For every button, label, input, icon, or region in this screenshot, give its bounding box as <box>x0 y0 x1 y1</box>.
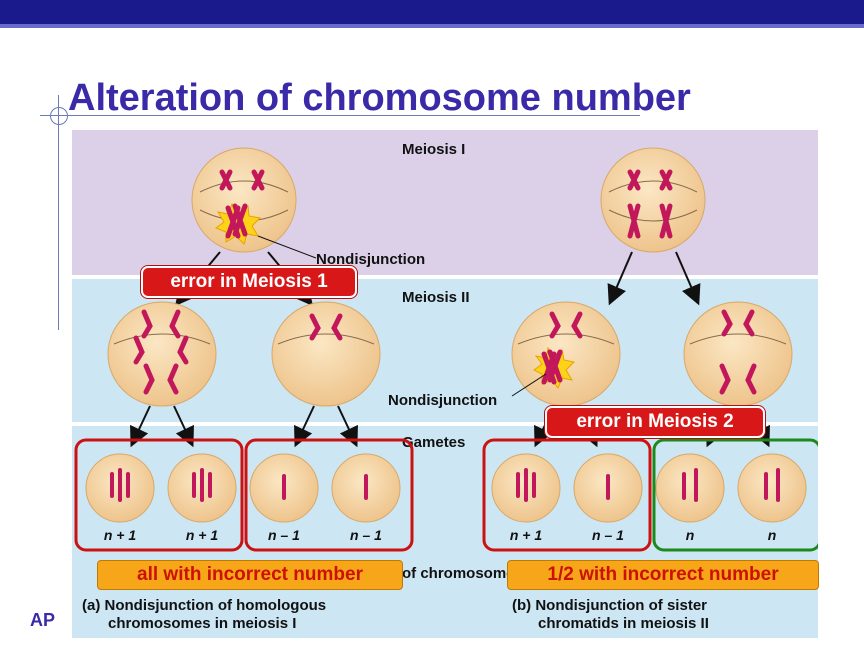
partial-hidden-label: of chromosomes <box>402 565 523 582</box>
footer-ap-label: AP <box>30 610 56 630</box>
parent-cell-b <box>600 147 706 253</box>
stage-label-meiosis-2: Meiosis II <box>402 289 470 306</box>
gamete-label-5: n + 1 <box>510 527 543 543</box>
gamete-group-box-4 <box>652 438 818 552</box>
decorative-vertical-rule <box>58 95 59 330</box>
caption-a-line1: (a) Nondisjunction of homologous <box>82 597 326 614</box>
meiosis-2-cell-2 <box>271 301 381 407</box>
gamete-group-box-3 <box>482 438 652 552</box>
gamete-label-3: n – 1 <box>268 527 300 543</box>
gamete-labels: n + 1 n + 1 n – 1 n – 1 n + 1 n – 1 n n <box>104 527 776 543</box>
meiosis-2-cell-4 <box>683 301 793 407</box>
gamete-group-box-1 <box>74 438 244 552</box>
caption-b-line2: chromatids in meiosis II <box>538 615 709 632</box>
stage-label-meiosis-1: Meiosis I <box>402 141 465 158</box>
meiosis-2-cell-3 <box>511 301 621 407</box>
arrow-b-left <box>607 251 633 306</box>
gamete-label-4: n – 1 <box>350 527 382 543</box>
stage-label-gametes: Gametes <box>402 434 465 451</box>
callout-half-incorrect: 1/2 with incorrect number <box>507 560 819 590</box>
nondisjunction-label-1: Nondisjunction <box>316 251 425 268</box>
meiosis-2-cell-1 <box>107 301 217 407</box>
callout-error-meiosis-2: error in Meiosis 2 <box>545 406 765 438</box>
callout-all-incorrect: all with incorrect number <box>97 560 403 590</box>
gamete-label-1: n + 1 <box>104 527 137 543</box>
gamete-label-7: n <box>686 527 695 543</box>
top-banner <box>0 0 864 24</box>
arrow-b-right <box>675 251 701 306</box>
nondisjunction-leader-1 <box>257 235 317 259</box>
gamete-label-2: n + 1 <box>186 527 219 543</box>
gamete-label-6: n – 1 <box>592 527 624 543</box>
nondisjunction-chromosomes-2 <box>541 349 563 385</box>
nondisjunction-chromosomes-1 <box>225 203 248 239</box>
nondisjunction-label-2: Nondisjunction <box>388 392 497 409</box>
decorative-title-rule <box>40 115 640 116</box>
gamete-group-box-2 <box>244 438 414 552</box>
gamete-chromosomes <box>110 468 780 502</box>
captions: (a) Nondisjunction of homologous chromos… <box>82 597 709 632</box>
caption-a-line2: chromosomes in meiosis I <box>108 615 296 632</box>
slide-title: Alteration of chromosome number <box>68 77 691 119</box>
callout-error-meiosis-1: error in Meiosis 1 <box>141 266 357 298</box>
gamete-label-8: n <box>768 527 777 543</box>
nondisjunction-diagram: Meiosis I Meiosis II Gametes Nondisjunct… <box>72 130 818 638</box>
nondisjunction-leader-2 <box>511 373 547 397</box>
top-banner-stripe <box>0 24 864 28</box>
crosshair-icon <box>50 107 68 125</box>
caption-b-line1: (b) Nondisjunction of sister <box>512 597 707 614</box>
